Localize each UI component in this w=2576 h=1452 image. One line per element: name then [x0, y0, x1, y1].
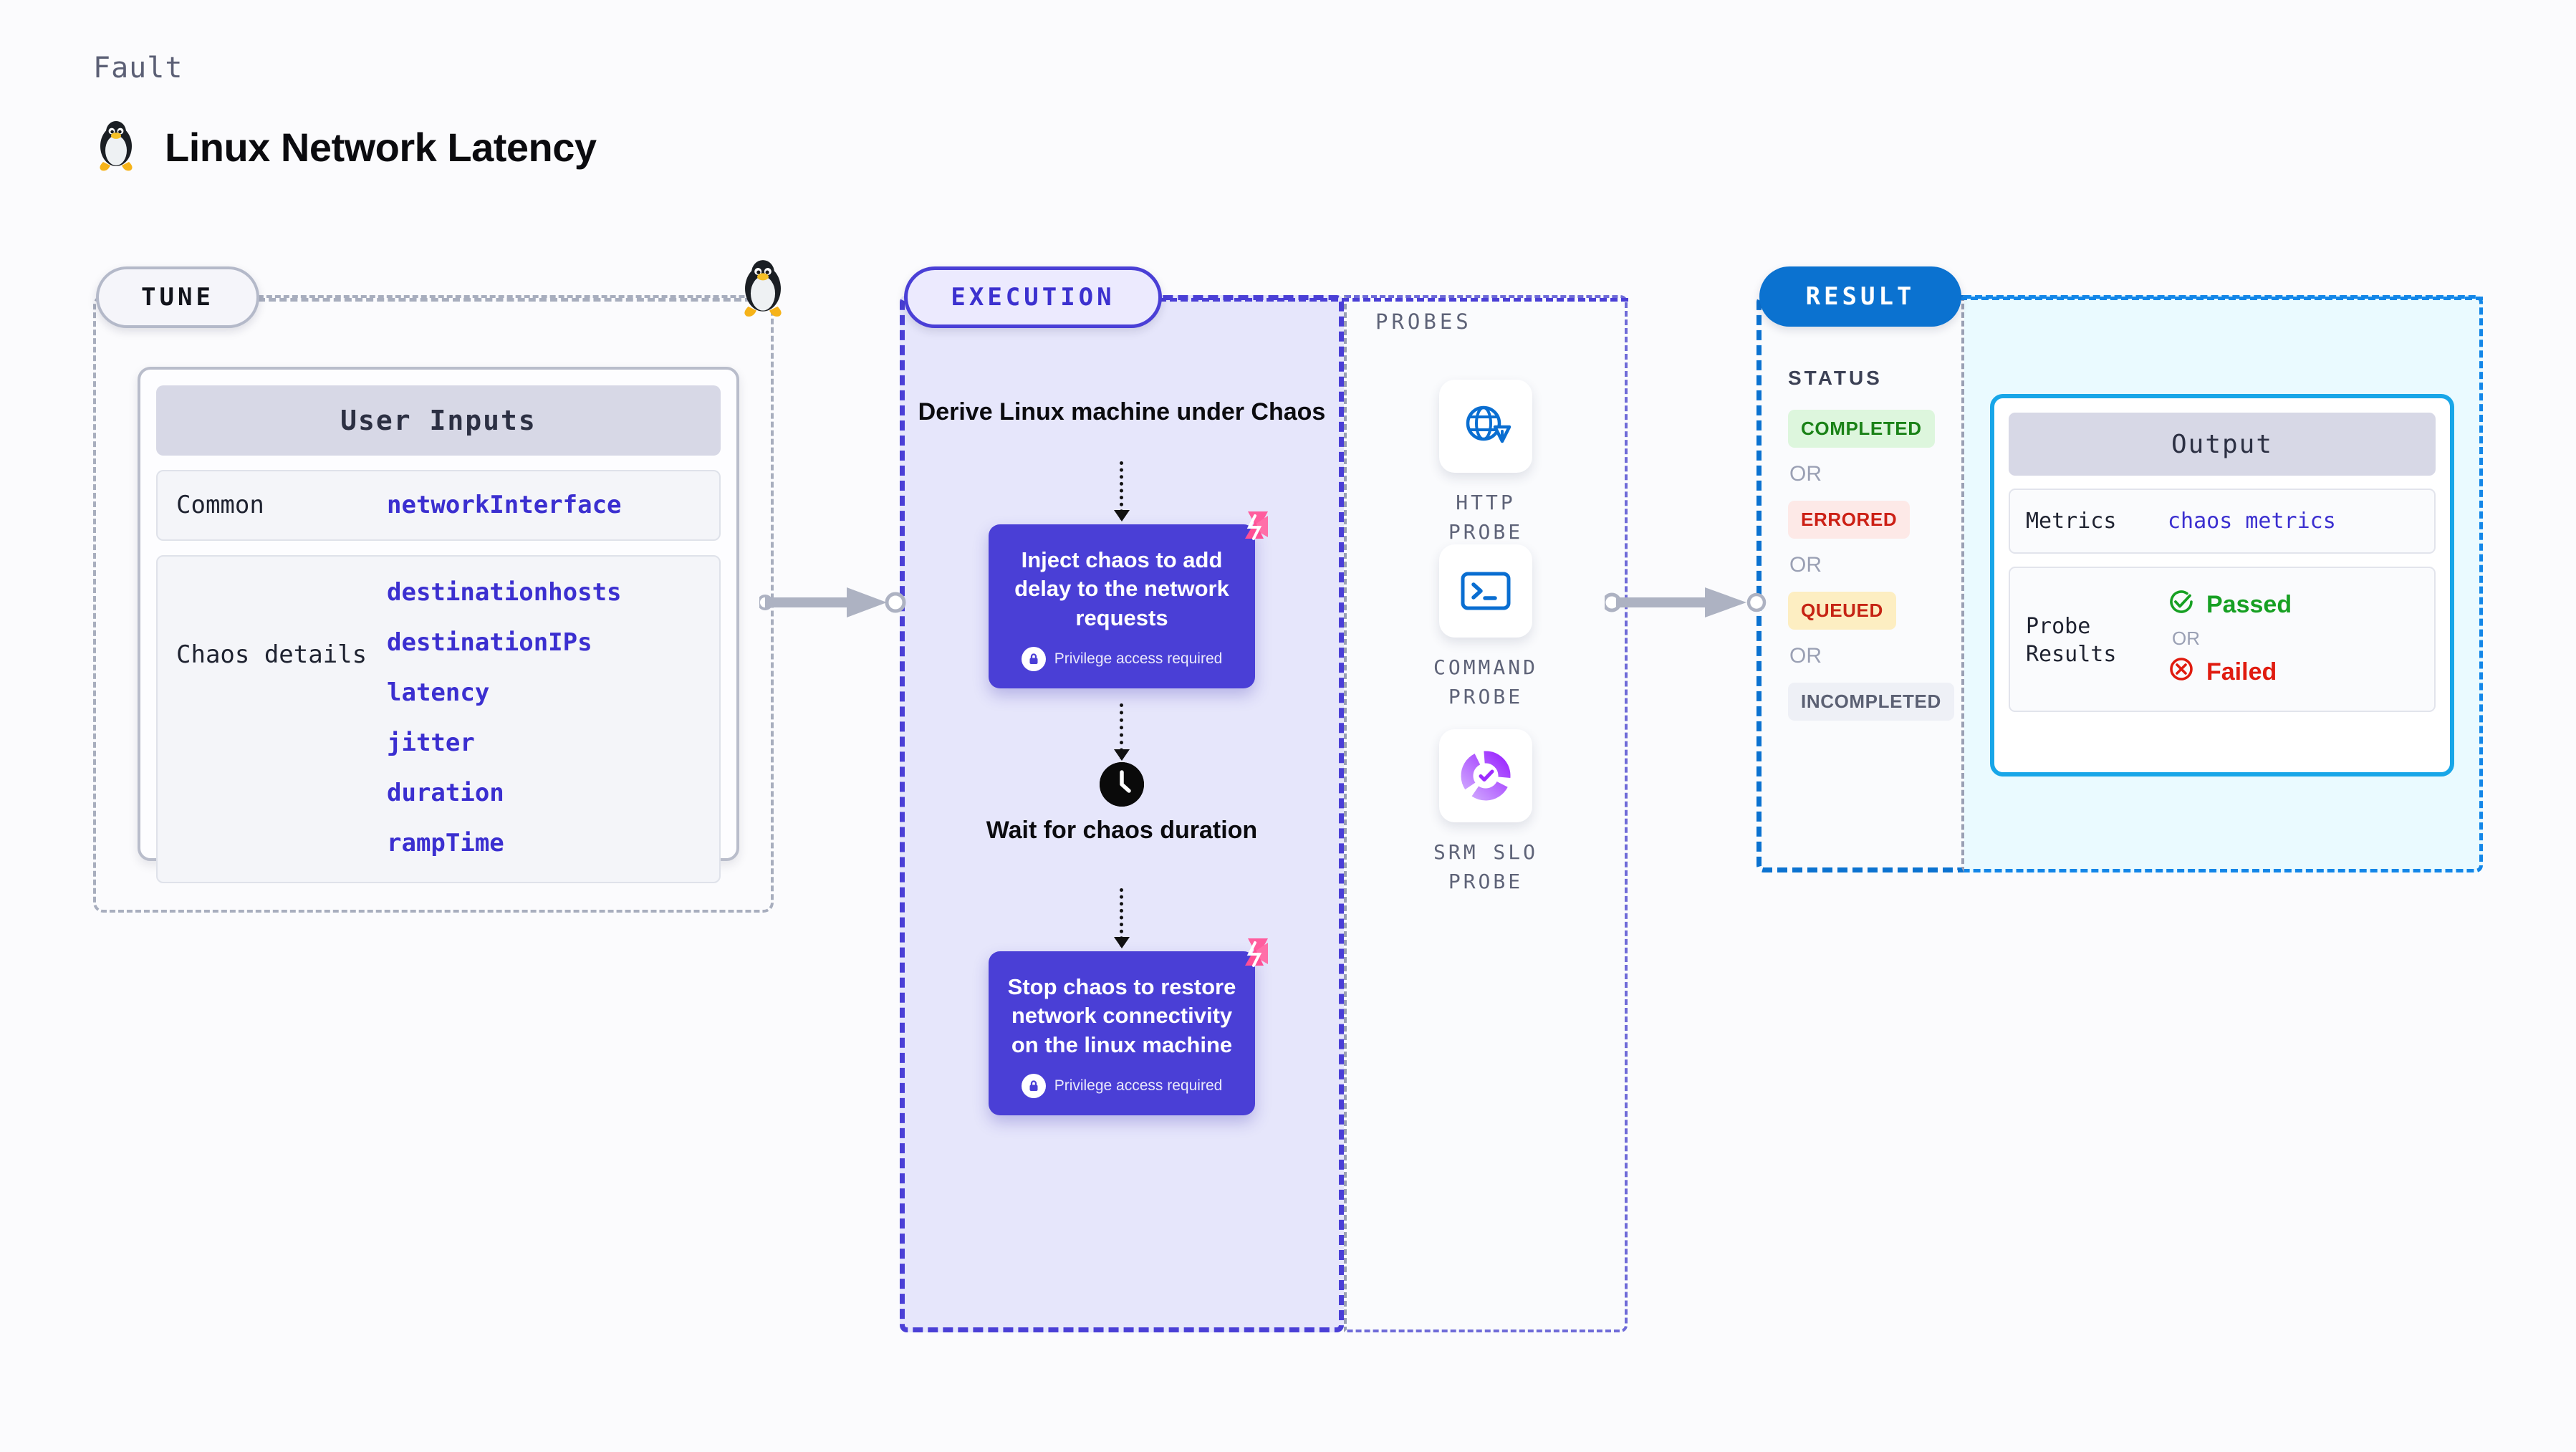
- input-value[interactable]: networkInterface: [387, 491, 622, 520]
- input-row-values: networkInterface: [387, 491, 622, 519]
- globe-warning-icon: [1466, 405, 1512, 443]
- output-row-metrics: Metrics chaos metrics: [2009, 489, 2436, 554]
- result-section-pill[interactable]: RESULT: [1759, 266, 1961, 327]
- user-inputs-card: User Inputs Common networkInterface Chao…: [138, 367, 739, 883]
- probe-item-http[interactable]: HTTP PROBE: [1417, 380, 1554, 547]
- probe-name: HTTP PROBE: [1448, 491, 1524, 544]
- flow-step-derive-title: Derive Linux machine under Chaos: [918, 398, 1326, 425]
- flow-node-stop-chaos[interactable]: Stop chaos to restore network connectivi…: [989, 938, 1268, 1115]
- tux-penguin-icon: [736, 259, 789, 323]
- input-value[interactable]: jitter: [387, 728, 475, 757]
- page-title: Linux Network Latency: [165, 124, 597, 170]
- connector-tune-to-execution: [757, 577, 910, 631]
- lock-icon: [1021, 646, 1046, 671]
- tune-section-pill[interactable]: TUNE: [96, 266, 259, 328]
- exec-header-dash: [1159, 298, 1628, 302]
- input-value[interactable]: duration: [387, 778, 504, 807]
- check-circle-icon: [2168, 588, 2195, 622]
- probes-section-label: PROBES: [1375, 309, 1472, 334]
- tune-header-dash: [258, 298, 752, 302]
- privilege-text: Privilege access required: [1054, 650, 1223, 667]
- connector-probes-to-result: [1602, 577, 1769, 631]
- status-badge-errored: ERRORED: [1788, 501, 1911, 539]
- clock-icon: [1100, 762, 1144, 807]
- flow-node-text: Stop chaos to restore network connectivi…: [1007, 974, 1236, 1057]
- probe-item-srm-slo[interactable]: SRM SLO PROBE: [1417, 729, 1554, 896]
- srm-slo-donut-check-icon: [1461, 751, 1511, 801]
- probe-tile: [1439, 729, 1532, 822]
- probe-tile: [1439, 544, 1532, 638]
- execution-section-pill[interactable]: EXECUTION: [904, 266, 1162, 328]
- privilege-notice: Privilege access required: [1007, 1073, 1236, 1098]
- execution-flow: Derive Linux machine under Chaos Inject …: [900, 295, 1344, 1332]
- flow-arrow-down: [1114, 703, 1130, 761]
- input-row-label: Chaos details: [176, 640, 367, 669]
- or-separator: OR: [1789, 462, 1822, 486]
- output-row-probe-results: Probe Results Passed OR: [2009, 567, 2436, 712]
- privilege-notice: Privilege access required: [1007, 646, 1236, 671]
- flow-arrow-down: [1114, 461, 1130, 521]
- flow-step-wait-title: Wait for chaos duration: [986, 817, 1258, 844]
- input-value[interactable]: rampTime: [387, 828, 504, 857]
- probe-result-passed: Passed: [2168, 588, 2292, 622]
- flow-node-inject-chaos[interactable]: Inject chaos to add delay to the network…: [989, 511, 1268, 688]
- probe-item-command[interactable]: COMMAND PROBE: [1417, 544, 1554, 711]
- status-badge-incompleted: INCOMPLETED: [1788, 683, 1954, 721]
- or-separator: OR: [1789, 553, 1822, 577]
- chaos-fault-badge-icon: [1245, 511, 1268, 540]
- output-card: Output Metrics chaos metrics Probe Resul…: [1990, 394, 2454, 777]
- tux-penguin-icon: [93, 120, 139, 173]
- status-label: STATUS: [1788, 367, 1883, 389]
- privilege-text: Privilege access required: [1054, 1077, 1223, 1094]
- terminal-icon: [1461, 572, 1511, 610]
- input-row-common: Common networkInterface: [156, 470, 721, 541]
- status-list: COMPLETED OR ERRORED OR QUEUED OR INCOMP…: [1788, 410, 1960, 721]
- status-badge-completed: COMPLETED: [1788, 410, 1935, 448]
- flow-arrow-down: [1114, 888, 1130, 948]
- result-section-panel: [1756, 295, 1964, 872]
- probe-name: SRM SLO PROBE: [1433, 840, 1538, 893]
- probe-result-values: Passed OR Failed: [2168, 588, 2292, 689]
- probe-result-passed-label: Passed: [2206, 591, 2292, 618]
- output-header: Output: [2009, 413, 2436, 476]
- input-value[interactable]: latency: [387, 678, 490, 707]
- lock-icon: [1021, 1073, 1046, 1098]
- input-value[interactable]: destinationIPs: [387, 628, 592, 657]
- chaos-fault-badge-icon: [1245, 938, 1268, 967]
- probe-result-failed: Failed: [2168, 655, 2292, 689]
- flow-node-text: Inject chaos to add delay to the network…: [1014, 547, 1229, 630]
- output-metrics-value[interactable]: chaos metrics: [2168, 509, 2336, 534]
- or-separator: OR: [2172, 628, 2200, 649]
- input-value[interactable]: destinationhosts: [387, 577, 622, 607]
- status-badge-queued: QUEUED: [1788, 592, 1896, 630]
- probe-result-failed-label: Failed: [2206, 658, 2277, 686]
- or-separator: OR: [1789, 644, 1822, 668]
- fault-kicker-label: Fault: [93, 52, 183, 85]
- page-title-row: Linux Network Latency: [93, 120, 597, 173]
- probe-name: COMMAND PROBE: [1433, 655, 1538, 708]
- input-row-label: Common: [176, 491, 264, 519]
- output-row-label: Metrics: [2026, 509, 2117, 534]
- x-circle-icon: [2168, 655, 2195, 689]
- result-header-dash: [1960, 297, 2483, 300]
- input-row-chaos-details: Chaos details destinationhosts destinati…: [156, 554, 721, 883]
- probe-tile: [1439, 380, 1532, 473]
- output-row-label: Probe Results: [2026, 614, 2117, 667]
- user-inputs-header: User Inputs: [156, 385, 721, 456]
- input-row-values: destinationhosts destinationIPs latency …: [387, 578, 622, 857]
